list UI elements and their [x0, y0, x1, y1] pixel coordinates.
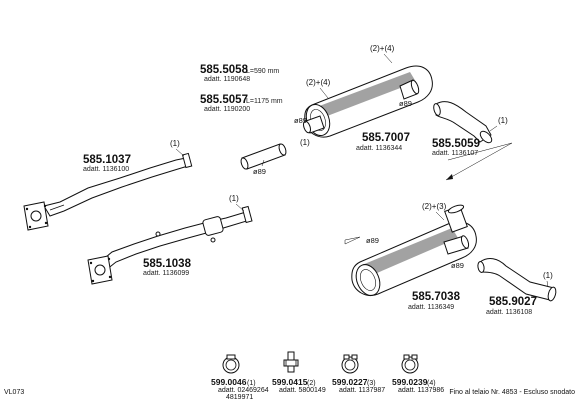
part-number-585-7038: 585.7038: [412, 291, 461, 303]
dia-right-585-7038: ø89: [451, 261, 464, 270]
part-number-585-9027: 585.9027: [489, 296, 537, 308]
part-number-599-0227: 599.0227: [332, 377, 368, 387]
qty-585-5059: (1): [498, 116, 508, 125]
dia-right-585-7007: ø89: [399, 99, 412, 108]
qty-top-585-7007: (2)+(4): [370, 44, 395, 53]
qty-599-0227: (3): [367, 380, 376, 387]
silencer-585-7007[interactable]: [302, 65, 433, 139]
part-code-599-0239: adatt. 1137986: [398, 387, 444, 394]
clamp-599-0227[interactable]: [341, 354, 359, 374]
part-number-585-5058: 585.5058: [200, 64, 249, 76]
part-code-585-5059: adatt. 1136107: [432, 150, 478, 157]
part-number-585-1038: 585.1038: [143, 258, 192, 270]
diagram-code: VL073: [4, 389, 24, 396]
qty-599-0046: (1): [247, 380, 256, 387]
length-585-5057: L=1175 mm: [246, 98, 283, 105]
part-code-585-7038: adatt. 1136349: [408, 304, 454, 311]
mount-599-0415[interactable]: [283, 351, 299, 373]
part-code-585-5058: adatt. 1190648: [204, 76, 250, 83]
tail-pipe-585-9027[interactable]: [477, 258, 557, 302]
qty-599-0239: (4): [427, 380, 436, 387]
dia-left-585-7007: ø89: [294, 116, 307, 125]
applicability-note: Fino al telaio Nr. 4853 - Escluso snodat…: [449, 389, 575, 396]
qty-585-9027: (1): [543, 271, 553, 280]
part-number-585-7007: 585.7007: [362, 132, 410, 144]
qty-585-5057: (1): [300, 138, 310, 147]
clamp-599-0046[interactable]: [222, 354, 240, 374]
part-number-585-1037: 585.1037: [83, 154, 131, 166]
qty-585-1037: (1): [170, 139, 180, 148]
qty-599-0415: (2): [307, 380, 316, 387]
part-code-599-0415: adatt. 5800149: [279, 387, 326, 394]
part-code2-599-0046: 4819971: [226, 394, 253, 400]
part-number-585-5057: 585.5057: [200, 94, 248, 106]
silencer-585-7038[interactable]: [351, 203, 477, 299]
part-number-599-0046: 599.0046: [211, 377, 247, 387]
part-code-585-1038: adatt. 1136099: [143, 270, 189, 277]
front-pipe-585-1037[interactable]: [23, 152, 193, 231]
alternative-bracket: [344, 142, 513, 245]
dia-left-585-7038: ø89: [366, 236, 379, 245]
part-code-599-0046: adatt. 02469264: [218, 387, 269, 394]
qty-585-1038: (1): [229, 194, 239, 203]
part-code-585-5057: adatt. 1190200: [204, 106, 250, 113]
part-number-599-0239: 599.0239: [392, 377, 428, 387]
part-number-585-5059: 585.5059: [432, 138, 480, 150]
part-code-599-0227: adatt. 1137987: [339, 387, 385, 394]
part-code-585-9027: adatt. 1136108: [486, 309, 532, 316]
part-code-585-7007: adatt. 1136344: [356, 145, 402, 152]
part-code-585-1037: adatt. 1136100: [83, 166, 129, 173]
qty-585-7038: (2)+(3): [422, 202, 447, 211]
pipe-585-5059[interactable]: [433, 101, 494, 145]
clamp-599-0239[interactable]: [401, 354, 419, 374]
straight-pipe-585-5057[interactable]: [240, 143, 288, 170]
part-number-599-0415: 599.0415: [272, 377, 308, 387]
front-pipe-585-1038[interactable]: [87, 205, 253, 285]
qty-mid-585-7007: (2)+(4): [306, 78, 331, 87]
length-585-5058: L=590 mm: [246, 68, 279, 75]
dia-585-5057: ø89: [253, 167, 266, 176]
